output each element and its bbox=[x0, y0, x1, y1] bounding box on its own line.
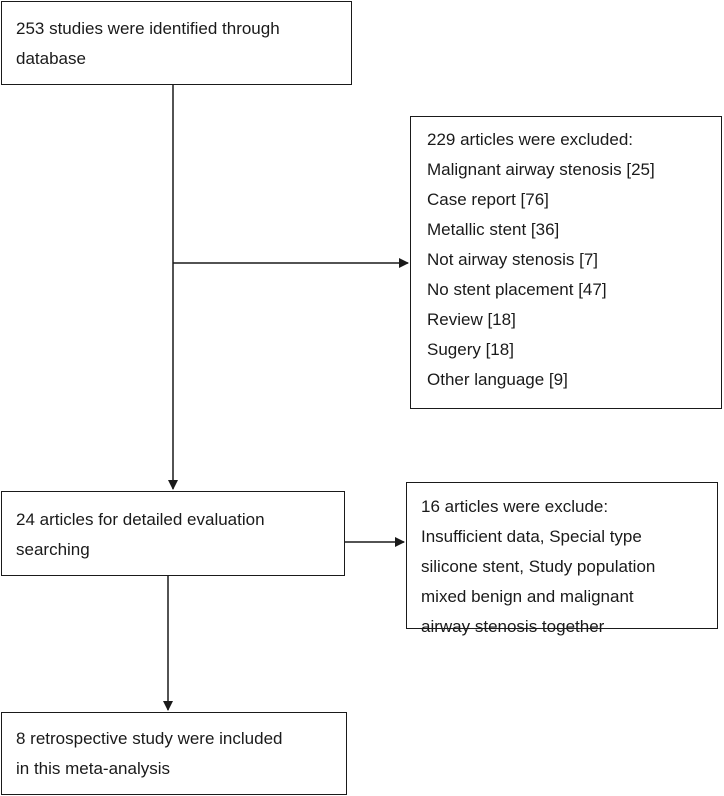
identified-line-2: database bbox=[16, 49, 86, 68]
evaluation-line-2: searching bbox=[16, 540, 90, 559]
evaluation-line-1: 24 articles for detailed evaluation bbox=[16, 510, 265, 529]
second-exclusion-line: 16 articles were exclude: bbox=[421, 497, 609, 516]
exclusion-reason: Review [18] bbox=[427, 310, 516, 329]
second-exclusion-line: Insufficient data, Special type bbox=[421, 527, 642, 546]
exclusion-reason: Case report [76] bbox=[427, 190, 549, 209]
detailed-evaluation-box: 24 articles for detailed evaluation sear… bbox=[1, 491, 345, 576]
exclusion-reason: Metallic stent [36] bbox=[427, 220, 560, 239]
second-exclusion-box: 16 articles were exclude: Insufficient d… bbox=[406, 482, 718, 636]
exclusion-reason: No stent placement [47] bbox=[427, 280, 607, 299]
included-line-2: in this meta-analysis bbox=[16, 759, 171, 778]
second-exclusion-line: airway stenosis together bbox=[421, 617, 605, 636]
identified-line-1: 253 studies were identified through bbox=[16, 19, 280, 38]
identified-studies-box: 253 studies were identified through data… bbox=[1, 1, 352, 85]
first-exclusion-heading: 229 articles were excluded: bbox=[427, 130, 634, 149]
first-exclusion-box: 229 articles were excluded: Malignant ai… bbox=[410, 116, 722, 409]
included-studies-box: 8 retrospective study were included in t… bbox=[1, 712, 347, 795]
included-line-1: 8 retrospective study were included bbox=[16, 729, 283, 748]
second-exclusion-line: mixed benign and malignant bbox=[421, 587, 634, 606]
exclusion-reason: Not airway stenosis [7] bbox=[427, 250, 599, 269]
exclusion-reason: Malignant airway stenosis [25] bbox=[427, 160, 655, 179]
second-exclusion-line: silicone stent, Study population bbox=[421, 557, 656, 576]
exclusion-reason: Sugery [18] bbox=[427, 340, 514, 359]
exclusion-reason: Other language [9] bbox=[427, 370, 568, 389]
